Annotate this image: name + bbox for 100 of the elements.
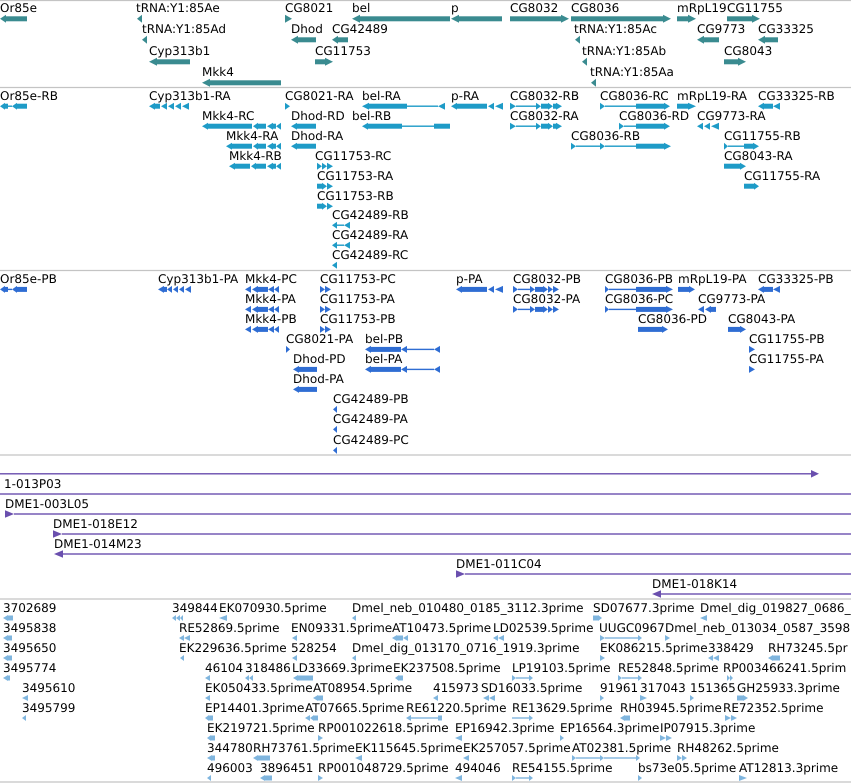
gene-label: Mkk4 <box>202 66 234 78</box>
gene-label: tRNA:Y1:85Ad <box>142 23 226 36</box>
read-label: 496003 <box>207 762 253 774</box>
transcript-label: Dhod-RD <box>291 110 345 122</box>
protein-label: Dhod-PD <box>293 353 346 366</box>
protein-label: CG8032-PA <box>513 293 580 306</box>
read-label: Dmel_dig_013170_0716_1919.3prime <box>352 642 580 654</box>
read-label: SD16033.5prime <box>481 682 582 694</box>
read-label: EK229636.5prime <box>179 642 287 654</box>
protein-label: bel-PA <box>365 353 402 366</box>
read-label: EK086215.5prime <box>600 642 708 654</box>
clone-label: DME1-011C04 <box>456 558 542 570</box>
read-label: 151365 <box>690 682 736 694</box>
gene-label: Dhod <box>291 23 323 36</box>
protein-label: CG8043-PA <box>728 313 796 326</box>
read-label: 3495799 <box>22 702 76 714</box>
read-label: AT10473.5prime <box>392 622 492 634</box>
transcript-label: CG42489-RB <box>332 209 409 222</box>
protein-label: CG33325-PB <box>758 273 834 285</box>
read-label: RH48262.5prime <box>677 742 779 754</box>
read-label: RH03945.5prime <box>620 702 722 714</box>
read-label: RP003466241.5prim <box>723 662 846 674</box>
gene-label: CG8032 <box>510 2 558 14</box>
read-label: UUGC0967 <box>599 622 665 634</box>
protein-label: CG11755-PB <box>749 333 825 346</box>
read-label: EK070930.5prime <box>219 602 327 614</box>
read-label: RP001048729.5prime <box>318 762 449 774</box>
read-label: AT07665.5prime <box>305 702 404 714</box>
read-label: Dmel_dig_019827_0686_ <box>700 602 851 614</box>
protein-label: CG8036-PB <box>605 273 674 285</box>
gene-label: mRpL19 <box>677 2 727 14</box>
read-label: LD02539.5prime <box>493 622 594 634</box>
transcript-label: Or85e-RB <box>0 90 58 102</box>
protein-label: CG8021-PA <box>286 333 354 346</box>
gene-label: CG11755 <box>727 2 783 14</box>
read-label: EP16942.3prime <box>455 722 554 734</box>
transcript-label: Mkk4-RA <box>226 130 278 142</box>
read-label: RP001022618.5prime <box>318 722 449 734</box>
protein-label: bel-PB <box>365 333 404 346</box>
read-label: 349844 <box>172 602 218 614</box>
read-label: EP16564.3prime <box>560 722 660 734</box>
read-label: EP14401.3prime <box>205 702 304 714</box>
protein-label: CG11753-PC <box>320 273 396 285</box>
transcript-label: bel-RB <box>352 110 392 122</box>
transcript-label: bel-RA <box>362 90 401 102</box>
read-label: 3896451 <box>260 762 314 774</box>
read-label: bs73e05.5prime <box>638 762 736 774</box>
transcript-label: Mkk4-RC <box>202 110 254 122</box>
protein-label: CG42489-PC <box>333 434 409 446</box>
protein-label: CG11753-PA <box>320 293 395 306</box>
gene-label: CG8021 <box>285 2 334 14</box>
transcript-label: CG11753-RC <box>315 150 392 162</box>
transcript-label: CG42489-RA <box>332 229 408 242</box>
read-label: 3495774 <box>3 662 56 674</box>
read-label: 46104 <box>205 662 244 674</box>
read-label: 3495650 <box>3 642 56 654</box>
transcript-label: CG8032-RA <box>510 110 579 122</box>
read-label: RH73761.5prime <box>253 742 355 754</box>
protein-label: CG11755-PA <box>749 353 824 366</box>
transcript-label: Mkk4-RB <box>229 150 282 162</box>
read-label: EK237508.5prime <box>393 662 501 674</box>
read-label: 528254 <box>291 642 337 654</box>
gene-label: CG33325 <box>758 23 814 36</box>
read-label: RE54155.5prime <box>512 762 612 774</box>
read-label: RH73245.5pr <box>768 642 848 654</box>
read-label: 338429 <box>708 642 754 654</box>
protein-label: Or85e-PB <box>0 273 57 285</box>
read-label: EK257057.5prime <box>463 742 571 754</box>
clone-label: DME1-018K14 <box>652 578 738 590</box>
read-label: 494046 <box>455 762 501 774</box>
protein-label: p-PA <box>456 273 483 285</box>
protein-label: Mkk4-PA <box>245 293 296 306</box>
gene-label: CG8036 <box>571 2 620 14</box>
gene-label: tRNA:Y1:85Aa <box>590 66 674 78</box>
gene-label: CG9773 <box>697 23 746 36</box>
protein-label: CG8036-PC <box>605 293 674 306</box>
read-label: 3495610 <box>22 682 76 694</box>
transcript-label: Cyp313b1-RA <box>149 90 231 102</box>
read-label: 415973 <box>433 682 479 694</box>
read-label: RE52848.5prime <box>618 662 718 674</box>
gene-label: CG42489 <box>332 23 388 36</box>
clone-label: DME1-018E12 <box>53 518 138 530</box>
transcript-label: CG8043-RA <box>724 150 793 162</box>
transcript-label: CG8036-RD <box>619 110 690 122</box>
read-label: EK050433.5prime <box>205 682 313 694</box>
read-label: 317043 <box>640 682 686 694</box>
gene-label: tRNA:Y1:85Ab <box>582 44 666 56</box>
gene-label: CG8043 <box>724 44 772 56</box>
gene-label: Or85e <box>0 2 38 14</box>
read-label: AT02381.5prime <box>572 742 672 754</box>
transcript-label: CG11755-RB <box>724 130 801 142</box>
transcript-label: CG8036-RB <box>571 130 640 142</box>
read-label: RE72352.5prime <box>723 702 824 714</box>
transcript-label: CG42489-RC <box>332 249 408 262</box>
protein-label: CG42489-PA <box>333 413 408 426</box>
gene-label: p <box>451 2 459 14</box>
gene-label: tRNA:Y1:85Ae <box>136 2 220 14</box>
read-label: Dmel_neb_013034_0587_3598 <box>665 622 850 634</box>
read-label: EK115645.5prime <box>355 742 463 754</box>
read-label: GH25933.3prime <box>737 682 840 694</box>
